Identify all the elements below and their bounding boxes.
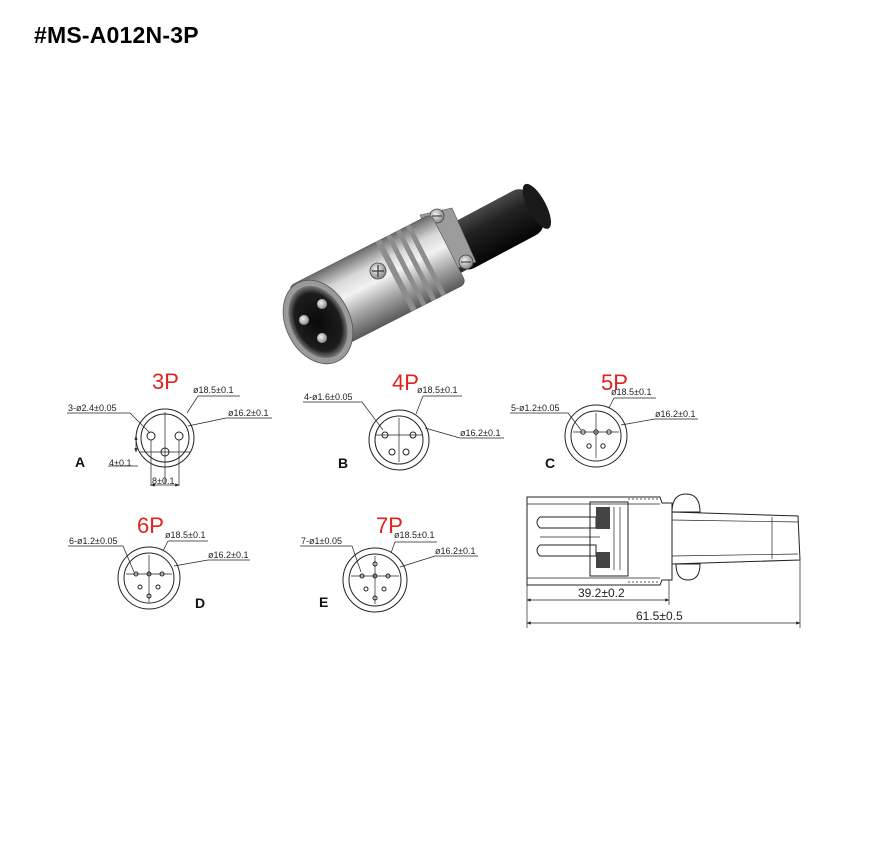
- outer-circle: [368, 409, 430, 471]
- side-view-drawing: 39.2±0.2 61.5±0.5: [526, 493, 801, 628]
- clamp-screw-icon: [675, 563, 701, 581]
- outer-circle: [342, 547, 408, 613]
- hole-spec: 4-ø1.6±0.05: [304, 392, 352, 402]
- clamp-screw-icon: [671, 493, 701, 513]
- pin-count-label: 7P: [376, 513, 403, 538]
- pin-icon: [317, 299, 327, 309]
- view-letter: D: [195, 595, 205, 611]
- pin-count-label: 3P: [152, 369, 179, 394]
- hole-spec: 7-ø1±0.05: [301, 536, 342, 546]
- pin-count-label: 5P: [601, 370, 628, 395]
- pinout-d: 6P 6-ø1.2±0.05 ø18.5±0.1 ø16.2±0.1 D: [68, 513, 250, 611]
- pin-icon: [317, 333, 327, 343]
- pin-icon: [299, 315, 309, 325]
- outer-circle: [117, 546, 181, 610]
- hole-spec: 6-ø1.2±0.05: [69, 536, 117, 546]
- view-letter: E: [319, 594, 328, 610]
- pin-count-label: 6P: [137, 513, 164, 538]
- outer-diameter: ø18.5±0.1: [611, 387, 651, 397]
- inner-diameter: ø16.2±0.1: [228, 408, 268, 418]
- dimension-total: 61.5±0.5: [636, 609, 683, 623]
- outer-diameter: ø18.5±0.1: [165, 530, 205, 540]
- outer-circle: [564, 404, 628, 468]
- inner-circle: [348, 553, 402, 607]
- pinout-a: 3P 3-ø2.4±0.05 ø18.5±0.1 ø16.2±0.1 4±0.1…: [67, 369, 272, 487]
- view-letter: B: [338, 455, 348, 471]
- inner-circle: [374, 415, 424, 465]
- pin-count-label: 4P: [392, 370, 419, 395]
- inner-diameter: ø16.2±0.1: [435, 546, 475, 556]
- horizontal-dimension: 8±0.1: [152, 476, 174, 486]
- vertical-dimension: 4±0.1: [109, 458, 131, 468]
- dimension-inner: 39.2±0.2: [578, 586, 625, 600]
- view-letter: A: [75, 454, 85, 470]
- inner-diameter: ø16.2±0.1: [460, 428, 500, 438]
- pin-outline: [536, 544, 597, 557]
- inner-diameter: ø16.2±0.1: [208, 550, 248, 560]
- view-letter: C: [545, 455, 555, 471]
- inner-diameter: ø16.2±0.1: [655, 409, 695, 419]
- product-photo: [282, 183, 552, 365]
- outer-diameter: ø18.5±0.1: [417, 385, 457, 395]
- pinout-b: 4P 4-ø1.6±0.05 ø18.5±0.1 ø16.2±0.1 B: [303, 370, 504, 471]
- pinout-e: 7P 7-ø1±0.05 ø18.5±0.1 ø16.2±0.1 E: [300, 513, 478, 613]
- product-title: #MS-A012N-3P: [34, 22, 199, 48]
- hole-spec: 5-ø1.2±0.05: [511, 403, 559, 413]
- inner-circle: [570, 410, 622, 462]
- outer-diameter: ø18.5±0.1: [394, 530, 434, 540]
- pin-outline: [536, 516, 597, 529]
- inner-circle: [123, 552, 175, 604]
- connector-face: [288, 285, 348, 359]
- boot-outline: [671, 511, 801, 565]
- pinout-c: 5P 5-ø1.2±0.05 ø18.5±0.1 ø16.2±0.1 C: [510, 370, 698, 471]
- hole-spec: 3-ø2.4±0.05: [68, 403, 116, 413]
- outer-diameter: ø18.5±0.1: [193, 385, 233, 395]
